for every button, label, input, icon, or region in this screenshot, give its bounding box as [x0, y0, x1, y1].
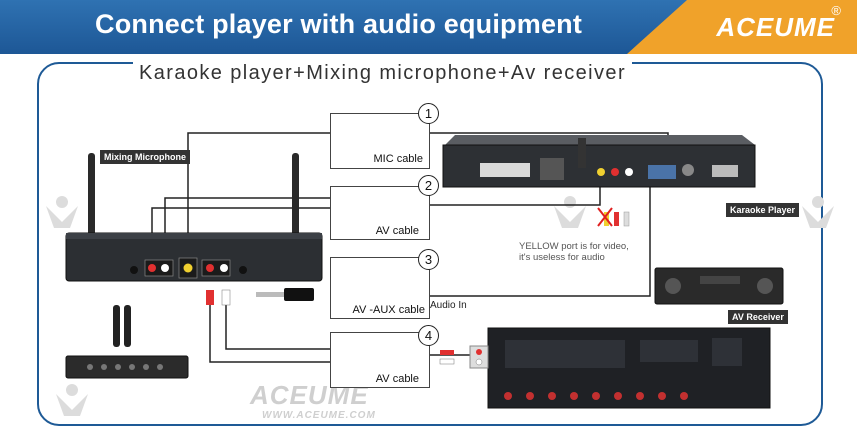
cable-label-4: AV cable — [375, 373, 419, 385]
cable-box-3: AV -AUX cable — [330, 257, 430, 319]
receiver-tag: AV Receiver — [728, 310, 788, 324]
registered-mark: ® — [831, 3, 841, 18]
page-title: Connect player with audio equipment — [95, 9, 583, 39]
av-receiver-front — [654, 267, 784, 305]
cable-number-1: 1 — [418, 103, 439, 124]
yellow-port-note-line2: it's useless for audio — [519, 252, 605, 263]
audio-in-label: Audio In — [430, 300, 467, 311]
cable-box-2: AV cable — [330, 186, 430, 240]
karaoke-player-unit — [442, 135, 756, 188]
wires — [151, 132, 669, 363]
diagram-subtitle: Karaoke player+Mixing microphone+Av rece… — [133, 62, 633, 85]
cable-number-3: 3 — [418, 249, 439, 270]
cable-box-4: AV cable — [330, 332, 430, 388]
cable-label-1: MIC cable — [373, 153, 423, 165]
watermark-site: WWW.ACEUME.COM — [262, 410, 376, 421]
av-receiver-back — [469, 327, 771, 409]
header-banner: Connect player with audio equipment ACEU… — [0, 0, 857, 54]
rca-plugs — [206, 289, 455, 365]
av-plugs — [597, 207, 630, 227]
yellow-port-note-line1: YELLOW port is for video, — [519, 241, 629, 252]
cable-label-3: AV -AUX cable — [352, 304, 425, 316]
mixer-unit — [65, 153, 323, 282]
aux-jack — [256, 288, 314, 301]
watermark-figure-icons — [46, 196, 834, 416]
mixer-front-photo — [65, 305, 189, 379]
cable-box-1: MIC cable — [330, 113, 430, 169]
cable-label-2: AV cable — [375, 225, 419, 237]
player-tag: Karaoke Player — [726, 203, 800, 217]
cable-number-2: 2 — [418, 175, 439, 196]
mixer-tag: Mixing Microphone — [100, 150, 190, 164]
cable-number-4: 4 — [418, 325, 439, 346]
brand-logo: ACEUME — [716, 12, 835, 42]
